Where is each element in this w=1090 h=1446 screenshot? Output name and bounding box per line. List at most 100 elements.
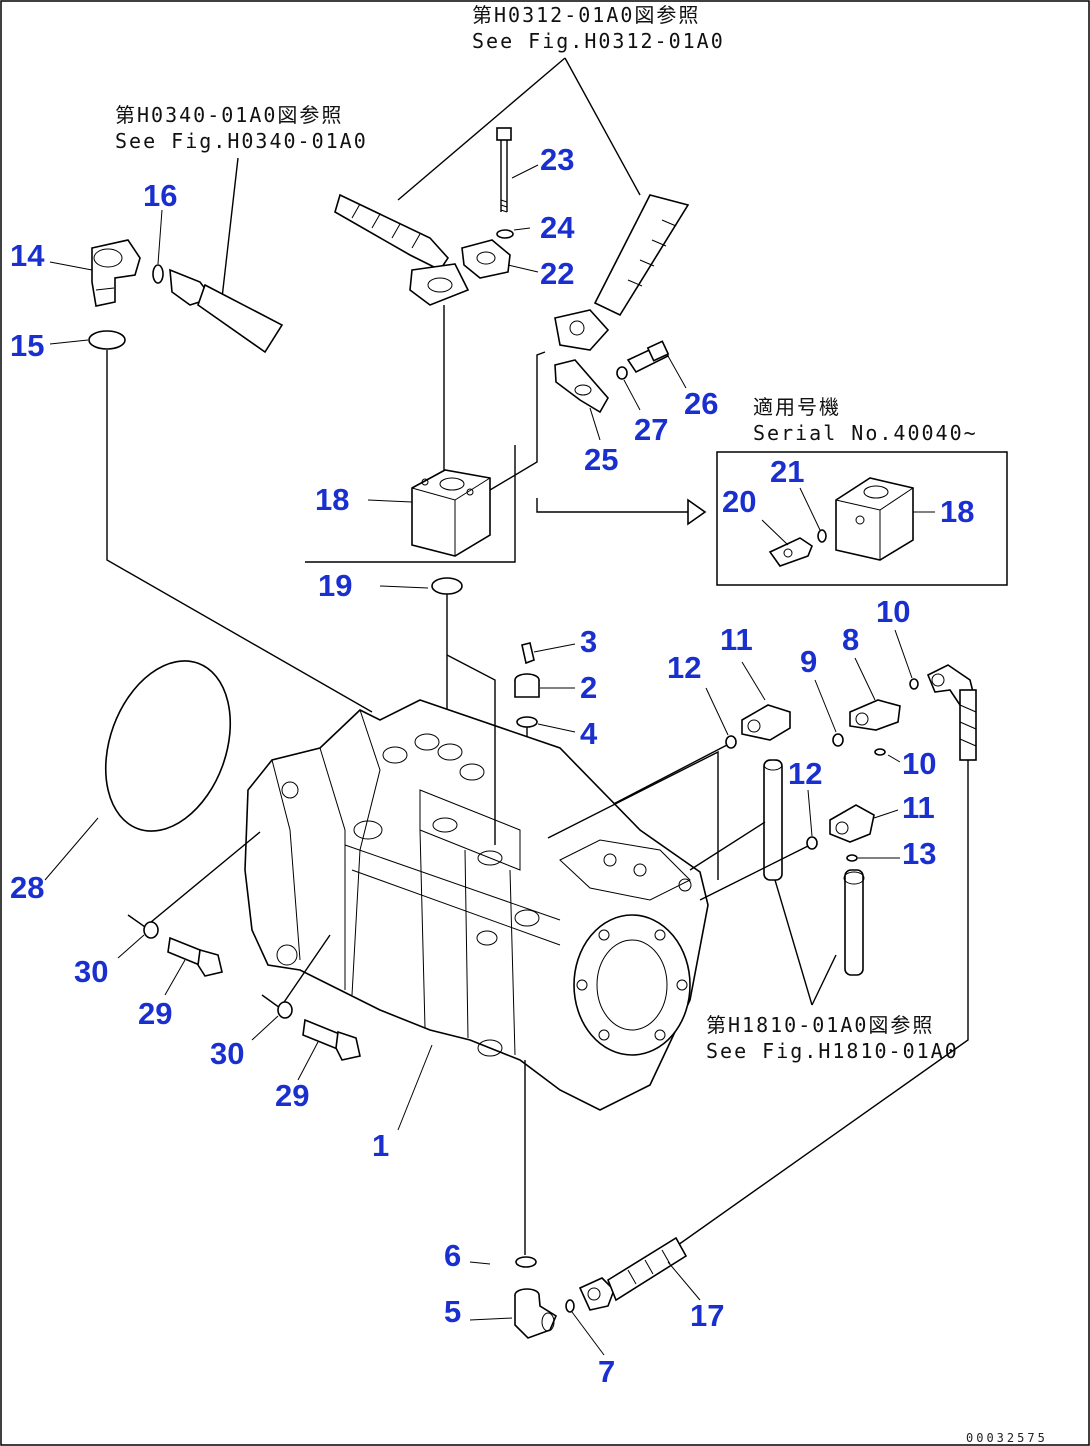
washer-30-upper bbox=[143, 921, 159, 939]
ref-right-jp: 第H1810-01A0図参照 bbox=[706, 1013, 934, 1037]
callout-6: 6 bbox=[444, 1238, 461, 1273]
leader-c29b bbox=[297, 1041, 319, 1081]
callout-23: 23 bbox=[540, 142, 574, 177]
leader-c18 bbox=[367, 499, 413, 503]
leader-30-upper bbox=[127, 831, 261, 928]
callout-17: 17 bbox=[690, 1298, 724, 1333]
oring-12-lower bbox=[806, 836, 818, 850]
inset-fitting-20 bbox=[768, 537, 813, 567]
hose-short-right bbox=[843, 869, 865, 976]
plug-2 bbox=[514, 673, 540, 698]
leader-c10a bbox=[894, 629, 913, 679]
leader-hose-right-to-17 bbox=[677, 760, 969, 1246]
callout-29-lower: 29 bbox=[275, 1078, 309, 1113]
hose-fitting-left bbox=[169, 268, 284, 354]
leader-c12b bbox=[807, 789, 813, 837]
leader-c29a bbox=[164, 959, 186, 996]
leader-c12a bbox=[705, 687, 729, 736]
leader-c28 bbox=[44, 817, 99, 881]
oring-28 bbox=[104, 660, 232, 832]
leader-c21 bbox=[799, 487, 821, 531]
serial-label-en: Serial No.40040~ bbox=[753, 421, 978, 445]
leader-block-lines bbox=[305, 305, 546, 563]
leader-ref-top-left bbox=[397, 57, 566, 201]
callout-21: 21 bbox=[770, 454, 804, 489]
leader-ref-left bbox=[221, 157, 239, 299]
callout-25: 25 bbox=[584, 442, 618, 477]
leader-c24 bbox=[513, 227, 531, 231]
callout-30-lower: 30 bbox=[210, 1036, 244, 1071]
washer-30-lower bbox=[277, 1001, 293, 1019]
fitting-11-upper bbox=[741, 704, 791, 741]
inset-box bbox=[716, 451, 1008, 586]
plug-3 bbox=[521, 642, 535, 665]
leader-12-lower-to-pump bbox=[699, 845, 809, 901]
washer-24 bbox=[496, 229, 514, 239]
callout-26: 26 bbox=[684, 386, 718, 421]
elbow-5 bbox=[514, 1288, 558, 1339]
oring-12-upper bbox=[725, 735, 737, 749]
oring-10-lower bbox=[874, 748, 886, 756]
leader-c11a bbox=[741, 661, 766, 701]
hose-right-vertical bbox=[926, 664, 977, 761]
callout-11-lower: 11 bbox=[902, 790, 935, 825]
callout-18-inset: 18 bbox=[940, 494, 974, 529]
callout-18: 18 bbox=[315, 482, 349, 517]
hose-17 bbox=[578, 1236, 688, 1311]
callout-22: 22 bbox=[540, 256, 574, 291]
fitting-11-lower bbox=[829, 804, 875, 843]
fitting-8 bbox=[849, 699, 901, 731]
bolt-26 bbox=[626, 340, 670, 374]
oring-16 bbox=[152, 264, 164, 284]
elbow-14 bbox=[91, 239, 141, 307]
leader-c30a bbox=[117, 934, 145, 959]
leader-c30b bbox=[251, 1015, 279, 1041]
leader-c23 bbox=[511, 164, 539, 179]
serial-label-jp: 適用号機 bbox=[753, 395, 841, 419]
oring-13 bbox=[846, 854, 858, 862]
callout-24: 24 bbox=[540, 210, 575, 245]
callout-12-lower: 12 bbox=[788, 756, 822, 791]
oring-4 bbox=[516, 716, 538, 728]
callout-30-upper: 30 bbox=[74, 954, 108, 989]
leader-c7 bbox=[571, 1311, 605, 1356]
leader-c17 bbox=[667, 1261, 701, 1301]
leader-ref-right-b bbox=[811, 954, 837, 1006]
leader-c6 bbox=[469, 1261, 491, 1265]
leader-c15 bbox=[49, 339, 89, 345]
callout-13: 13 bbox=[902, 836, 936, 871]
leader-ref-right-a bbox=[774, 879, 813, 1006]
clamp-25 bbox=[554, 359, 609, 414]
inset-arrow bbox=[536, 498, 688, 513]
leader-c20 bbox=[761, 519, 789, 546]
inset-oring-21 bbox=[817, 529, 827, 543]
callout-7: 7 bbox=[598, 1354, 615, 1389]
leader-c10b bbox=[887, 754, 901, 763]
ref-top-jp: 第H0312-01A0図参照 bbox=[472, 3, 700, 27]
suction-hose-right bbox=[554, 194, 690, 351]
oring-7 bbox=[565, 1299, 575, 1313]
leader-c1 bbox=[397, 1044, 433, 1131]
callout-16: 16 bbox=[143, 178, 177, 213]
oring-6 bbox=[515, 1256, 537, 1268]
callout-27: 27 bbox=[634, 412, 668, 447]
callout-11-upper: 11 bbox=[720, 622, 753, 657]
leader-ref-right-frame bbox=[547, 750, 719, 880]
clamp-22 bbox=[461, 239, 511, 279]
callout-5: 5 bbox=[444, 1294, 461, 1329]
callout-19: 19 bbox=[318, 568, 352, 603]
leader-ref-top-right bbox=[564, 57, 641, 196]
inset-block-18 bbox=[835, 477, 914, 561]
oring-19 bbox=[431, 577, 463, 595]
callout-29-upper: 29 bbox=[138, 996, 172, 1031]
leader-c27 bbox=[623, 379, 641, 411]
callout-28: 28 bbox=[10, 870, 44, 905]
leader-c4 bbox=[537, 723, 576, 733]
leader-c19 bbox=[379, 585, 429, 589]
leader-c14 bbox=[49, 261, 93, 271]
callout-10-lower: 10 bbox=[902, 746, 936, 781]
leader-c26 bbox=[667, 355, 687, 389]
oring-9 bbox=[832, 733, 844, 747]
block-18 bbox=[411, 469, 491, 557]
